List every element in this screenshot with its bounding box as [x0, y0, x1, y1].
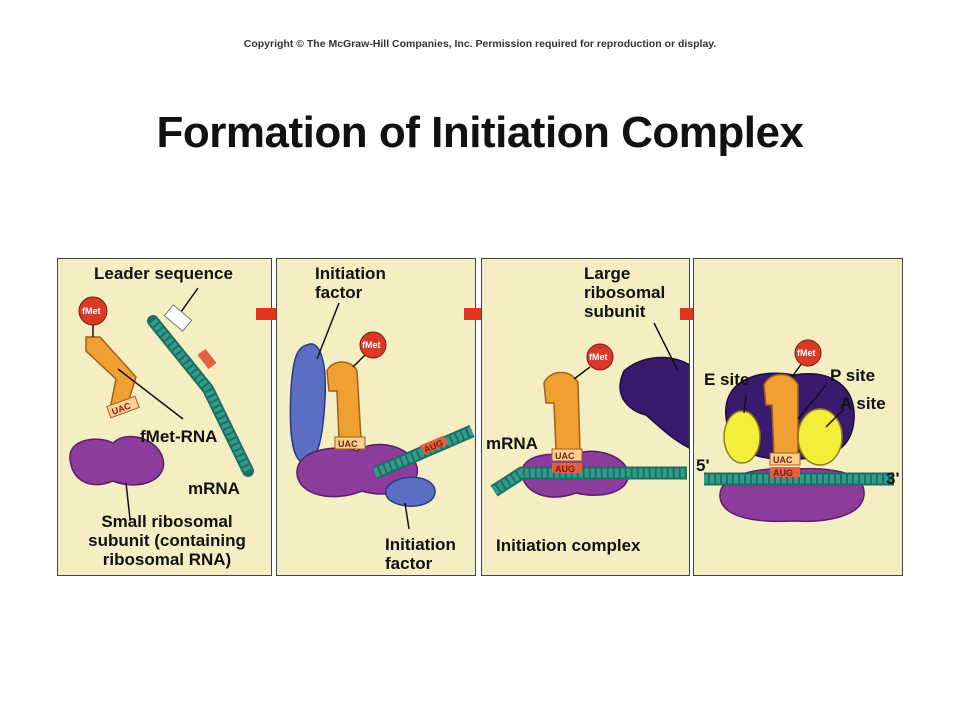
large-subunit-label-line3: subunit — [584, 302, 646, 321]
codon-box — [420, 435, 448, 455]
panel-initiation-factors: AUG UAC fMet Initiation factor Initiatio… — [276, 258, 476, 576]
codon-text: AUG — [555, 464, 575, 474]
fmet-text: fMet — [362, 340, 381, 350]
fmet-rna-label: fMet-RNA — [140, 427, 218, 446]
factor-top-pointer-line — [316, 302, 340, 360]
fmet-rna-pointer-line — [117, 368, 184, 420]
mrna-label: mRNA — [188, 479, 240, 498]
codon-box — [552, 463, 582, 473]
fmet-text: fMet — [797, 348, 816, 358]
fmet-ball — [359, 331, 387, 359]
small-subunit-label: Small ribosomal subunit (containing ribo… — [62, 512, 271, 569]
factor-bottom-pointer-line — [404, 502, 410, 530]
anticodon-text: UAC — [338, 439, 358, 449]
panel-components: UAC fMet Leader sequence fMet-RNA mRNA S… — [57, 258, 272, 576]
large-subunit-label-line2: ribosomal — [584, 283, 666, 302]
fmet-trna: UAC — [85, 336, 140, 419]
initiation-complex-label: Initiation complex — [496, 536, 641, 555]
fmet-trna: UAC — [543, 371, 583, 462]
large-subunit-label-line1: Large — [584, 264, 631, 283]
e-site-label: E site — [704, 370, 750, 389]
fmet-text: fMet — [82, 306, 101, 316]
mrna-strand — [147, 315, 254, 477]
a-site-label: A site — [840, 394, 886, 413]
slide-title: Formation of Initiation Complex — [156, 108, 804, 157]
panel-initiation-factors-drawing: AUG UAC fMet — [289, 302, 475, 530]
codon-box — [770, 467, 800, 477]
fmet-stem — [352, 354, 366, 368]
leader-sequence-box — [163, 304, 193, 332]
small-subunit-label-line1: Small ribosomal — [101, 512, 233, 531]
p-site-pointer-line — [797, 384, 827, 420]
initiation-factor-top-label: Initiation factor — [315, 264, 386, 302]
small-subunit-pointer-line — [125, 482, 131, 520]
e-site — [723, 410, 761, 464]
fmet-ball — [586, 343, 614, 371]
panel-complete-ribosome-drawing: UAC AUG fMet — [704, 339, 894, 523]
initiation-factor-top-line1: Initiation — [315, 264, 386, 283]
anticodon-text: UAC — [555, 451, 575, 461]
initiation-factor-bottom-line2: factor — [385, 554, 433, 573]
small-subunit-label-line2: subunit (containing — [88, 531, 246, 550]
initiation-factor-bottom — [384, 476, 436, 507]
codon-text: AUG — [773, 468, 793, 478]
initiation-factor-bottom-line1: Initiation — [385, 535, 456, 554]
mrna-label: mRNA — [486, 434, 538, 453]
start-codon-mark — [197, 348, 217, 370]
panel-large-subunit: UAC AUG fMet Large ribosomal subunit mRN… — [481, 258, 690, 576]
initiation-factor-top-line2: factor — [315, 283, 363, 302]
large-subunit-label: Large ribosomal subunit — [584, 264, 665, 321]
fmet-text: fMet — [589, 352, 608, 362]
three-prime-label: 3' — [886, 469, 900, 488]
p-site-label: P site — [830, 366, 876, 385]
e-site-pointer-line — [743, 394, 747, 414]
panel-large-subunit-drawing: UAC AUG fMet — [490, 322, 689, 498]
leader-sequence-label: Leader sequence — [94, 264, 233, 283]
mrna-strand — [490, 466, 687, 497]
large-subunit-pointer-line — [653, 322, 679, 372]
fmet-ball — [78, 296, 108, 326]
initiation-factor-bottom-label: Initiation factor — [385, 535, 456, 573]
fmet-stem — [573, 366, 591, 380]
fmet-trna: UAC — [763, 373, 801, 466]
copyright-notice: Copyright © The McGraw-Hill Companies, I… — [243, 38, 717, 50]
panel-components-drawing: UAC fMet — [69, 287, 254, 520]
small-subunit-label-line3: ribosomal RNA) — [102, 550, 232, 569]
small-ribosomal-subunit — [69, 435, 165, 486]
initiation-factor-top — [289, 343, 327, 464]
fmet-trna: UAC — [326, 361, 366, 450]
fmet-ball — [794, 339, 822, 367]
large-ribosomal-subunit — [619, 356, 689, 449]
five-prime-label: 5' — [696, 456, 710, 475]
panel-complete-ribosome: UAC AUG fMet E site P site A site 5' 3' — [693, 258, 903, 576]
fmet-stem — [791, 362, 803, 378]
anticodon-text: UAC — [773, 455, 793, 465]
a-site-pointer-line — [825, 408, 845, 428]
